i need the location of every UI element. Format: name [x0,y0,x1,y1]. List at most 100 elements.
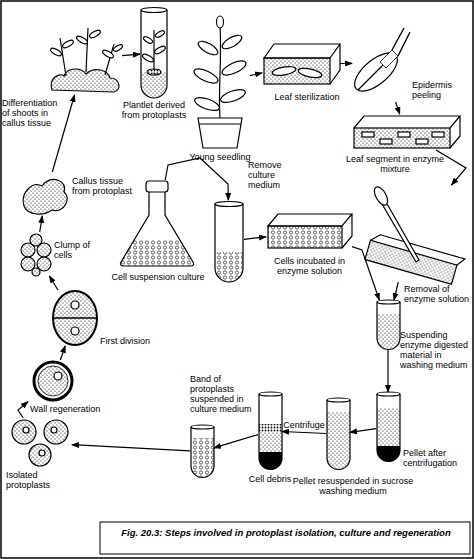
edge-label: Centrifuge [274,420,334,430]
flow-arrow [340,63,352,64]
sterilization-dish [264,44,340,84]
step-node: Suspending enzyme digested material in w… [376,300,400,350]
dividing-cell-part [54,317,96,319]
callus [23,179,67,214]
test-tube-part [215,202,243,207]
callus-with-shoots-part [89,29,102,39]
protoplasts-part [51,427,57,433]
flow-arrow [18,402,28,418]
seedling [192,16,248,148]
protoplasts [12,420,68,466]
enzyme-dish-part [380,139,392,144]
leaf-peeling [348,28,410,98]
seedling-part [192,66,220,86]
plantlet-tube-part [141,8,167,13]
step-node: Cell debris [258,392,282,470]
seedling-part [198,118,242,148]
plantlet-tube-part [143,36,154,45]
drawings [12,8,465,478]
culture-flask-part [120,190,193,266]
enzyme-dish-part [398,132,410,137]
seedling-part [193,95,221,113]
cell-clump-part [37,243,51,257]
step-label: Young seedling [185,152,255,162]
test-tube-part [327,400,350,470]
callus-with-shoots-part [102,49,115,59]
callus-with-shoots [50,28,124,92]
callus-with-shoots-part [60,28,114,76]
flow-arrow [387,350,388,392]
test-tube-part [215,204,243,282]
test-tube-part [259,392,282,396]
step-label: Pellet resuspended in sucrose washing me… [288,476,418,496]
callus-with-shoots-part [51,69,119,92]
test-tube-part [191,427,214,478]
step-node: Young seedling [190,15,250,150]
callus-with-shoots-part [76,35,89,45]
enzyme-dish-part [416,139,428,144]
plantlet-tube-part [154,45,167,55]
enzyme-dish-part [354,128,450,148]
plantlet-tube-part [141,10,167,98]
step-node: Removal of enzyme solution [355,185,465,282]
leaf-peeling-part [392,28,410,56]
flow-arrow [250,73,262,76]
step-node: Differentiation of shoots in callus tiss… [48,22,122,95]
tilted-dish-pipette-part [382,202,419,262]
seedling-part [220,33,244,52]
test-tube-part [259,424,282,432]
test-tube-part [259,432,282,470]
cell-clump-part [32,268,40,276]
test-tube [377,300,400,350]
enzyme-dish-part [362,132,374,137]
walled-cell-part [54,372,62,380]
incubation-dish [268,214,352,248]
cell-clump-part [21,243,35,257]
test-tube-part [377,302,400,350]
flow-arrow [165,158,228,200]
incubation-dish-part [268,226,342,248]
seedling-part [199,123,241,124]
step-node: Remove culture medium [214,200,244,282]
step-label: Leaf segment in enzyme mixture [345,154,445,174]
sterilization-dish-part [264,58,330,84]
figure-caption: Fig. 20.3: Steps involved in protoplast … [104,527,468,539]
test-tube-part [377,408,400,462]
seedling-part [196,39,220,58]
sterilization-dish-part [297,67,322,80]
step-label: Wall regeneration [30,404,120,414]
test-tube [191,425,214,478]
step-label: Leaf sterilization [262,92,352,102]
test-tube-part [259,394,282,470]
test-tube-part [377,446,400,462]
flow-arrow [122,54,140,56]
test-tube-part [191,425,214,429]
enzyme-dish [354,116,460,148]
plantlet-tube-part [142,53,155,63]
plantlet-tube [141,8,167,99]
flow-arrow [49,276,58,290]
caption-frame [100,522,470,554]
flow-arrow [72,445,190,451]
walled-cell-part [34,362,72,400]
flow-arrow [282,432,326,434]
test-tube-part [327,398,350,402]
step-label: Callus tissue from protoplast [72,176,140,196]
protoplasts-part [29,444,51,466]
flow-arrow [436,150,466,185]
test-tube [327,398,350,470]
protoplasts-part [39,450,45,456]
step-node: Isolated protoplasts [8,418,72,468]
protoplasts-part [44,420,68,444]
flow-arrow [214,435,258,448]
dividing-cell [53,291,97,345]
enzyme-dish-part [354,116,460,148]
walled-cell-part [38,366,68,396]
step-label: Remove culture medium [248,160,303,190]
sterilization-dish-part [264,44,340,84]
step-node: Callus tissue from protoplast [22,172,70,216]
